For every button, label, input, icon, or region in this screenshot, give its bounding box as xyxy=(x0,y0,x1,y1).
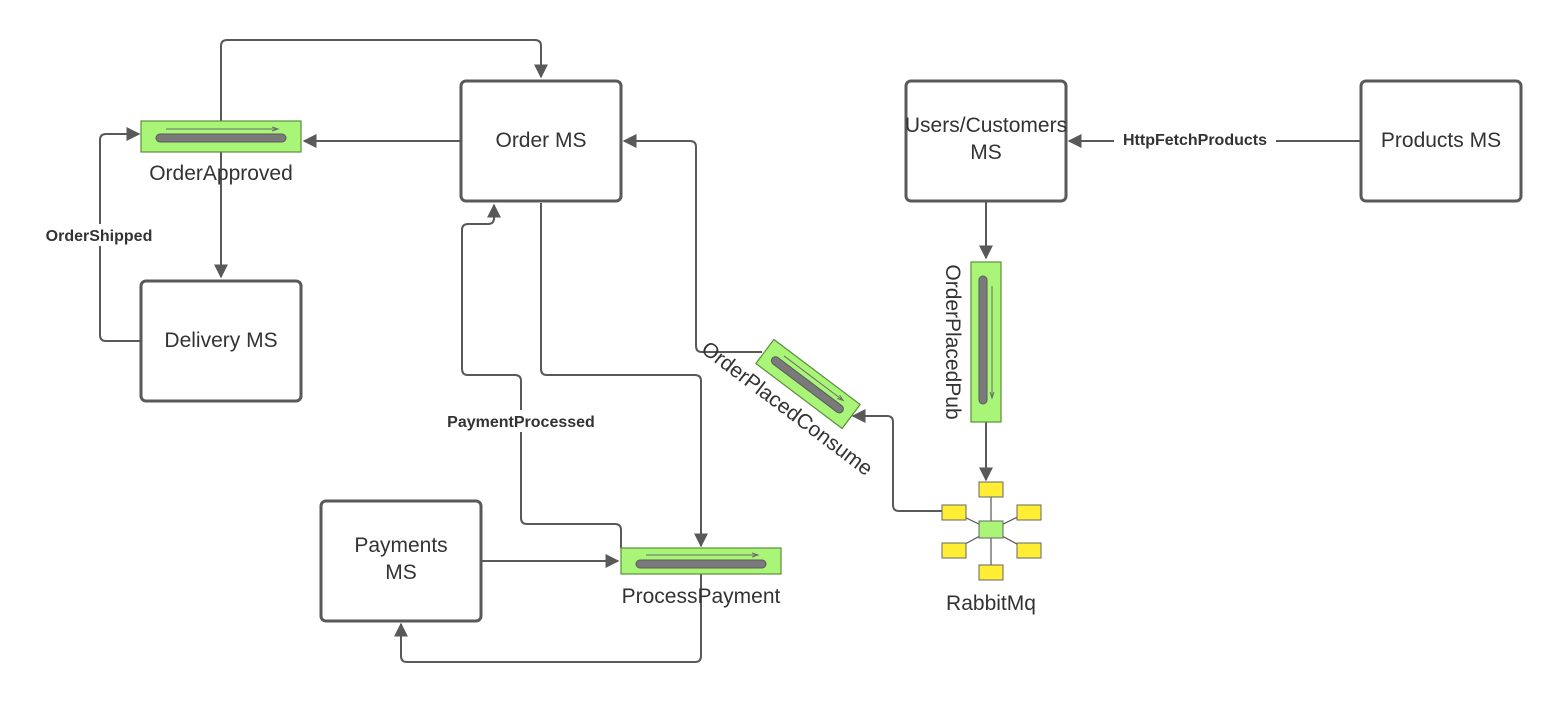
edge-orderplacedconsume-to-order-ms xyxy=(622,134,762,353)
payments-ms-label-line1: Payments xyxy=(354,534,447,557)
orderplacedpub-label: OrderPlacedPub xyxy=(941,264,964,419)
orderplacedpub-queue[interactable]: OrderPlacedPub xyxy=(941,261,1002,423)
products-ms-node[interactable]: Products MS xyxy=(1359,79,1523,203)
products-ms-label: Products MS xyxy=(1381,129,1501,152)
order-ms-label: Order MS xyxy=(495,129,586,152)
broker-leaf xyxy=(941,504,967,521)
edge-processpayment-to-order-ms xyxy=(461,203,622,548)
orderedshipped-label-bg xyxy=(38,224,162,246)
ordershipped-edge-label: OrderShipped xyxy=(46,228,153,245)
users-ms-label-line2: MS xyxy=(970,141,1002,164)
queue-bar-icon xyxy=(978,275,988,405)
rabbitmq-label: RabbitMq xyxy=(946,592,1036,615)
paymentprocessed-label-bg xyxy=(438,410,604,432)
httpfetchproducts-label-bg xyxy=(1114,129,1276,151)
edge-order-ms-to-processpayment xyxy=(540,203,708,548)
orderapproved-label: OrderApproved xyxy=(149,162,293,185)
payments-ms-label-line2: MS xyxy=(385,561,417,584)
paymentprocessed-edge-label: PaymentProcessed xyxy=(447,414,595,431)
users-ms-label-line1: Users/Customers xyxy=(905,114,1067,137)
queue-direction-icon xyxy=(989,286,995,400)
queue-bar-icon xyxy=(155,133,287,143)
users-customers-ms-node[interactable]: Users/Customers MS xyxy=(904,79,1068,203)
edge-rabbitmq-to-orderplacedconsume xyxy=(851,409,942,512)
broker-hub xyxy=(978,520,1004,539)
queue-direction-icon xyxy=(166,126,280,132)
broker-leaf xyxy=(1016,504,1042,521)
queue-direction-icon xyxy=(646,552,760,558)
delivery-ms-node[interactable]: Delivery MS xyxy=(139,279,303,403)
edge-orderapproved-to-order-ms xyxy=(220,39,548,122)
broker-leaf xyxy=(978,481,1004,498)
broker-leaf xyxy=(1016,542,1042,559)
processpayment-label: ProcessPayment xyxy=(622,585,781,608)
queue-bar-icon xyxy=(635,559,767,569)
payments-ms-node[interactable]: Payments MS xyxy=(319,499,483,623)
queue-direction-icon xyxy=(783,355,845,402)
broker-leaf xyxy=(978,564,1004,581)
edge-processpayment-to-payments xyxy=(394,574,702,663)
rabbitmq-node[interactable]: RabbitMq xyxy=(941,481,1042,615)
order-ms-node[interactable]: Order MS xyxy=(459,79,623,203)
orderplacedconsume-queue[interactable] xyxy=(755,338,861,430)
queue-bar-icon xyxy=(770,356,844,414)
processpayment-queue[interactable]: ProcessPayment xyxy=(620,547,782,608)
httpfetchproducts-edge-label: HttpFetchProducts xyxy=(1123,132,1267,149)
broker-leaf xyxy=(941,542,967,559)
orderapproved-queue[interactable]: OrderApproved xyxy=(140,120,302,185)
delivery-ms-label: Delivery MS xyxy=(164,329,277,352)
